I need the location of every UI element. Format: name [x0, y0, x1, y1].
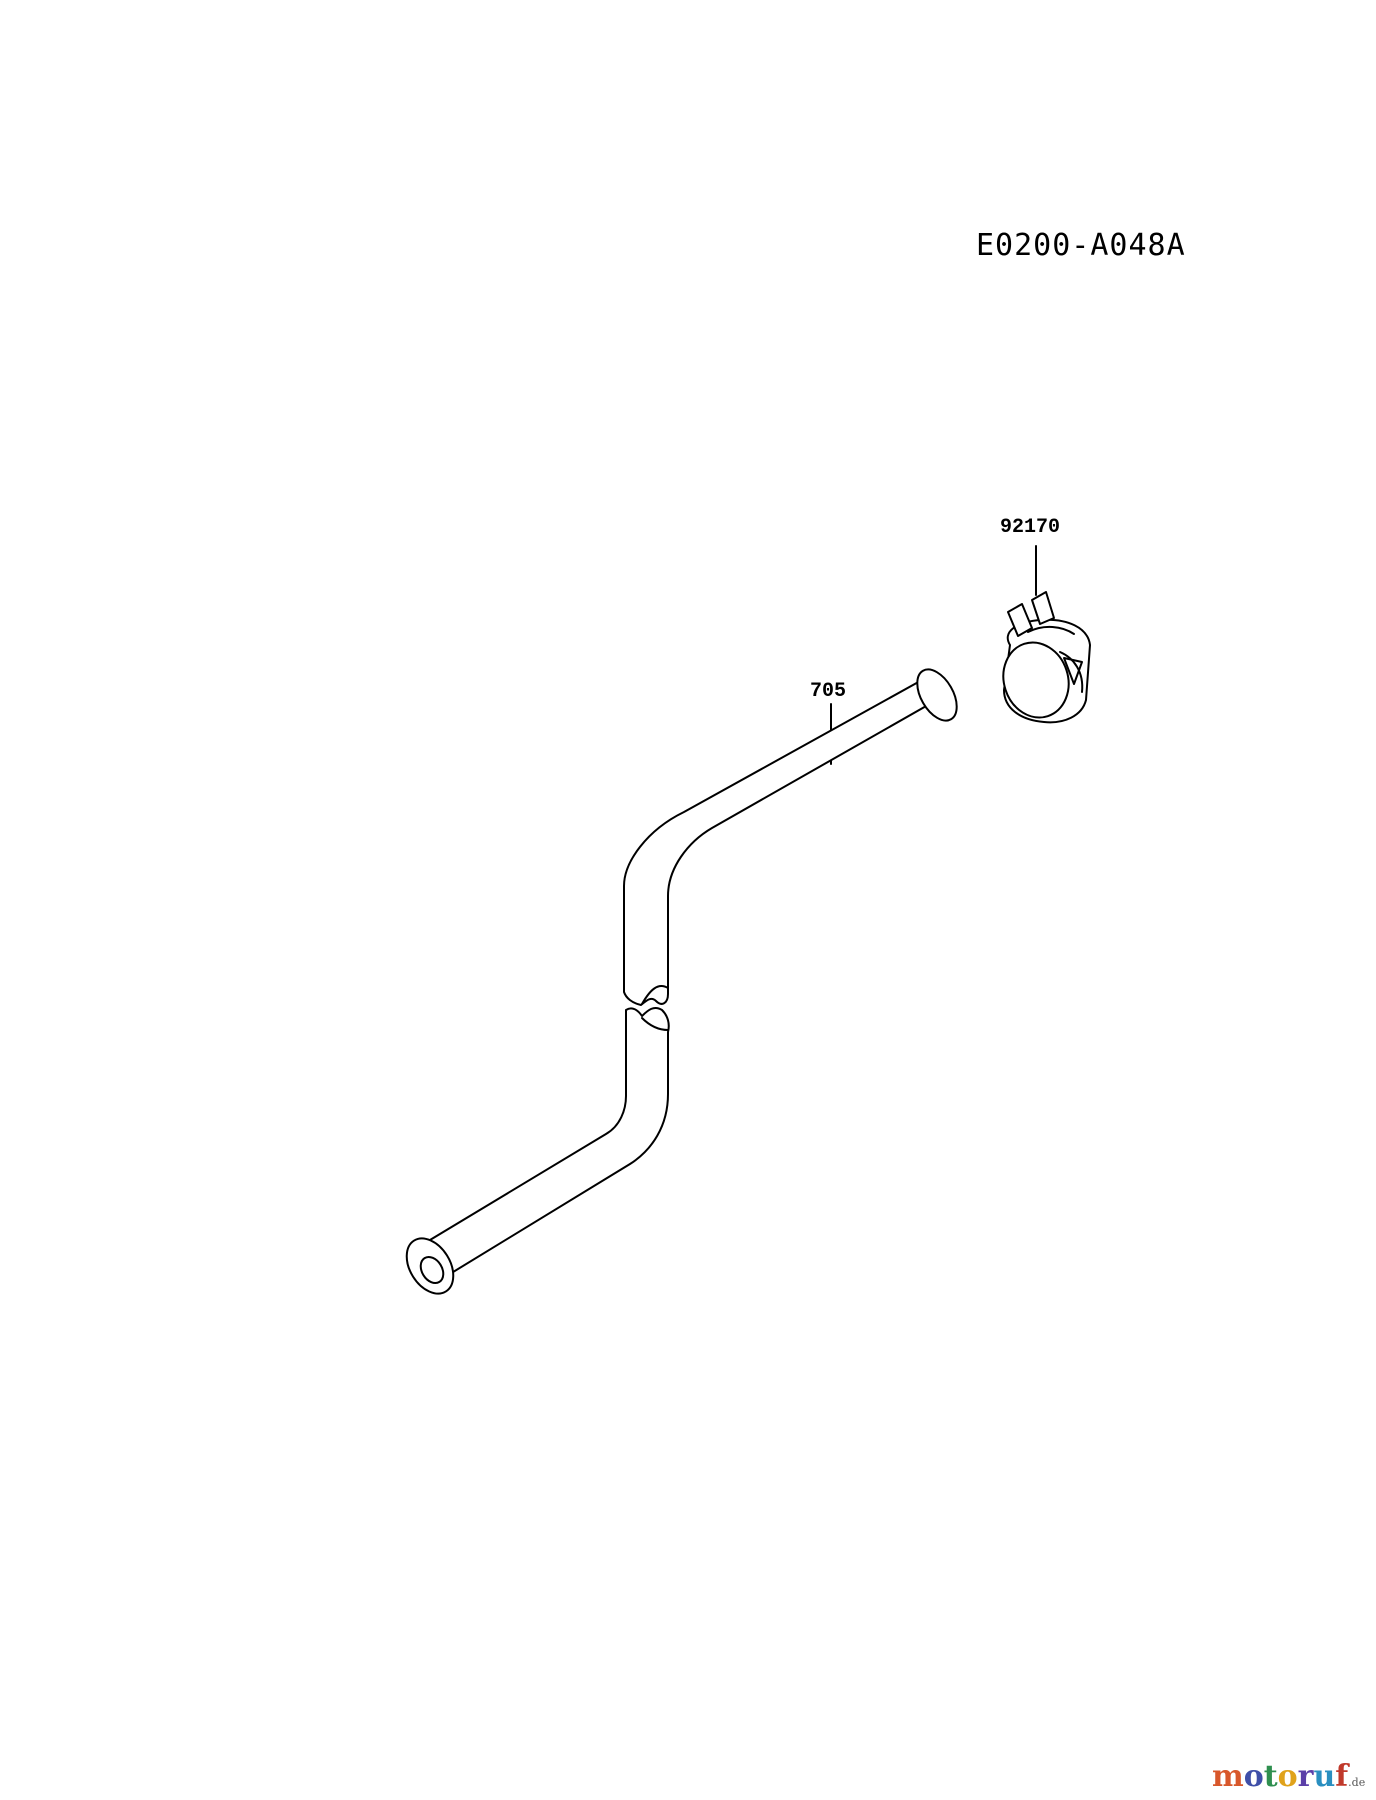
watermark-letter: r [1297, 1759, 1314, 1794]
watermark-letter: o [1277, 1759, 1298, 1794]
hose-clamp-icon [1002, 591, 1091, 724]
watermark-letter: m [1212, 1759, 1244, 1794]
hose-upper-section [623, 668, 958, 1006]
watermark-letter: f [1335, 1759, 1349, 1794]
part-label-705[interactable]: 705 [810, 680, 847, 703]
diagram-code: E0200-A048A [976, 228, 1186, 263]
hose-lower-section [405, 1006, 670, 1295]
watermark-suffix: .de [1348, 1776, 1366, 1789]
watermark-logo: motoruf.de [1212, 1760, 1365, 1800]
watermark-letter: o [1243, 1759, 1264, 1794]
watermark-letter: u [1313, 1759, 1336, 1794]
part-label-92170[interactable]: 92170 [1000, 516, 1061, 539]
watermark-letter: t [1263, 1759, 1278, 1794]
